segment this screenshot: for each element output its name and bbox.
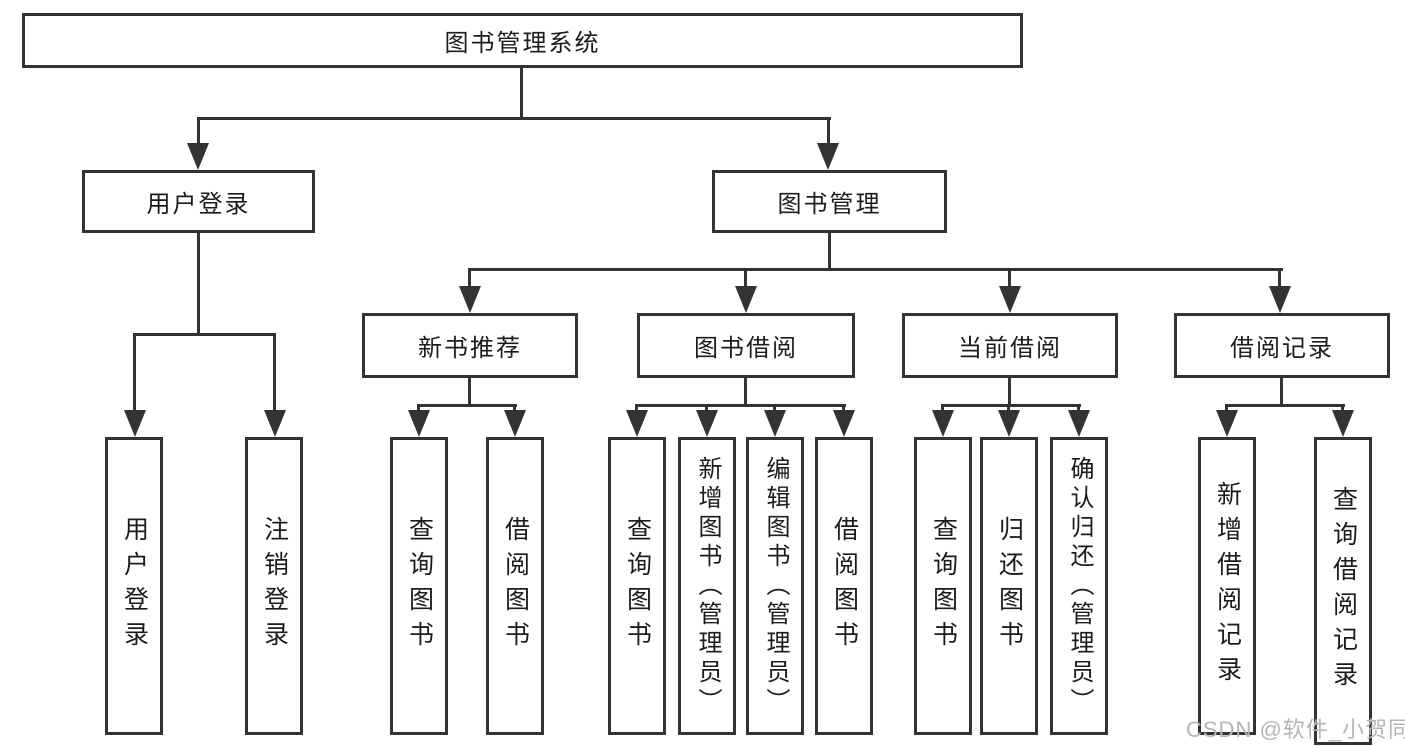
node-current-borrow: 当前借阅	[902, 313, 1118, 378]
leaf-br-add-record: 新增借阅记录	[1198, 437, 1256, 735]
leaf-cb-return-books-label: 归还图书	[995, 516, 1024, 656]
connector-to-br-query	[1341, 404, 1344, 412]
arrowhead-bb-add	[696, 410, 718, 437]
leaf-nb-query-books: 查询图书	[390, 437, 448, 735]
connector-user-login-distributor	[133, 333, 276, 336]
leaf-user-login-label: 用户登录	[120, 516, 149, 656]
arrowhead-bb-borrow	[833, 410, 855, 437]
connector-to-borrow-records	[1278, 268, 1281, 289]
node-user-login: 用户登录	[82, 170, 315, 233]
leaf-br-query-record: 查询借阅记录	[1314, 437, 1372, 745]
connector-to-bb-borrow	[842, 404, 845, 412]
arrowhead-user-login	[187, 143, 209, 170]
node-book-borrow-label: 图书借阅	[694, 335, 798, 362]
arrowhead-cb-confirm	[1068, 410, 1090, 437]
leaf-bb-borrow-books-label: 借阅图书	[830, 516, 859, 656]
node-root-label: 图书管理系统	[444, 30, 601, 57]
connector-to-book-mgmt	[827, 117, 830, 144]
connector-to-book-borrow	[744, 268, 747, 289]
connector-root-distributor	[197, 117, 831, 120]
connector-new-books-stem	[468, 378, 471, 406]
connector-to-user-login	[197, 117, 200, 144]
leaf-bb-add-books-admin-label: 新增图书（管理员）	[694, 455, 721, 717]
connector-root-stem	[520, 68, 523, 118]
node-current-borrow-label: 当前借阅	[958, 335, 1062, 362]
csdn-watermark: CSDN @软件_小贺同学	[1186, 717, 1405, 742]
leaf-br-add-record-label: 新增借阅记录	[1213, 481, 1242, 691]
node-new-books-label: 新书推荐	[418, 335, 522, 362]
node-book-mgmt-label: 图书管理	[777, 191, 882, 218]
leaf-bb-add-books-admin: 新增图书（管理员）	[678, 437, 736, 735]
arrowhead-bb-edit	[764, 410, 786, 437]
arrowhead-cb-query	[932, 410, 954, 437]
connector-to-br-add	[1225, 404, 1228, 412]
arrowhead-br-add	[1216, 410, 1238, 437]
connector-borrow-records-distributor	[1225, 404, 1345, 407]
connector-book-mgmt-distributor	[468, 268, 1283, 271]
arrowhead-new-books	[459, 286, 481, 313]
connector-current-borrow-stem	[1008, 378, 1011, 406]
connector-to-cb-confirm	[1077, 404, 1080, 412]
leaf-cb-return-books: 归还图书	[980, 437, 1038, 735]
connector-to-cb-query	[941, 404, 944, 412]
connector-to-new-books	[468, 268, 471, 289]
connector-book-mgmt-stem	[828, 233, 831, 271]
connector-to-cb-return	[1007, 404, 1010, 412]
arrowhead-br-query	[1332, 410, 1354, 437]
leaf-user-login: 用户登录	[105, 437, 163, 735]
node-new-books: 新书推荐	[362, 313, 578, 378]
arrowhead-nb-query	[408, 410, 430, 437]
arrowhead-borrow-records	[1269, 286, 1291, 313]
connector-user-login-stem	[197, 233, 200, 335]
connector-new-books-distributor	[417, 404, 517, 407]
connector-to-bb-query	[635, 404, 638, 412]
arrowhead-book-borrow	[735, 286, 757, 313]
connector-to-nb-query	[417, 404, 420, 412]
connector-book-borrow-distributor	[635, 404, 846, 407]
arrowhead-cb-return	[998, 410, 1020, 437]
node-book-borrow: 图书借阅	[637, 313, 855, 378]
node-borrow-records-label: 借阅记录	[1230, 335, 1334, 362]
arrowhead-leaf-login	[124, 410, 146, 437]
leaf-cb-confirm-return-admin: 确认归还（管理员）	[1050, 437, 1108, 735]
connector-current-borrow-distributor	[941, 404, 1081, 407]
connector-to-leaf-logout	[273, 333, 276, 411]
leaf-nb-borrow-books: 借阅图书	[486, 437, 544, 735]
connector-to-bb-add	[705, 404, 708, 412]
connector-book-borrow-stem	[744, 378, 747, 406]
leaf-bb-query-books-label: 查询图书	[623, 516, 652, 656]
leaf-nb-borrow-books-label: 借阅图书	[501, 516, 530, 656]
arrowhead-leaf-logout	[264, 410, 286, 437]
arrowhead-nb-borrow	[504, 410, 526, 437]
leaf-logout: 注销登录	[245, 437, 303, 735]
node-root: 图书管理系统	[22, 13, 1023, 68]
connector-to-current-borrow	[1008, 268, 1011, 289]
leaf-bb-borrow-books: 借阅图书	[815, 437, 873, 735]
leaf-bb-edit-books-admin-label: 编辑图书（管理员）	[762, 455, 789, 717]
leaf-cb-confirm-return-admin-label: 确认归还（管理员）	[1066, 455, 1093, 717]
connector-to-leaf-login	[133, 333, 136, 411]
leaf-nb-query-books-label: 查询图书	[405, 516, 434, 656]
leaf-cb-query-books: 查询图书	[914, 437, 972, 735]
node-book-mgmt: 图书管理	[712, 170, 947, 233]
connector-to-nb-borrow	[513, 404, 516, 412]
connector-borrow-records-stem	[1280, 378, 1283, 406]
leaf-br-query-record-label: 查询借阅记录	[1329, 486, 1358, 696]
arrowhead-current-borrow	[999, 286, 1021, 313]
node-user-login-label: 用户登录	[146, 191, 251, 218]
leaf-bb-edit-books-admin: 编辑图书（管理员）	[746, 437, 804, 735]
arrowhead-book-mgmt	[817, 143, 839, 170]
leaf-cb-query-books-label: 查询图书	[929, 516, 958, 656]
connector-to-bb-edit	[773, 404, 776, 412]
leaf-logout-label: 注销登录	[260, 516, 289, 656]
node-borrow-records: 借阅记录	[1174, 313, 1390, 378]
arrowhead-bb-query	[626, 410, 648, 437]
leaf-bb-query-books: 查询图书	[608, 437, 666, 735]
